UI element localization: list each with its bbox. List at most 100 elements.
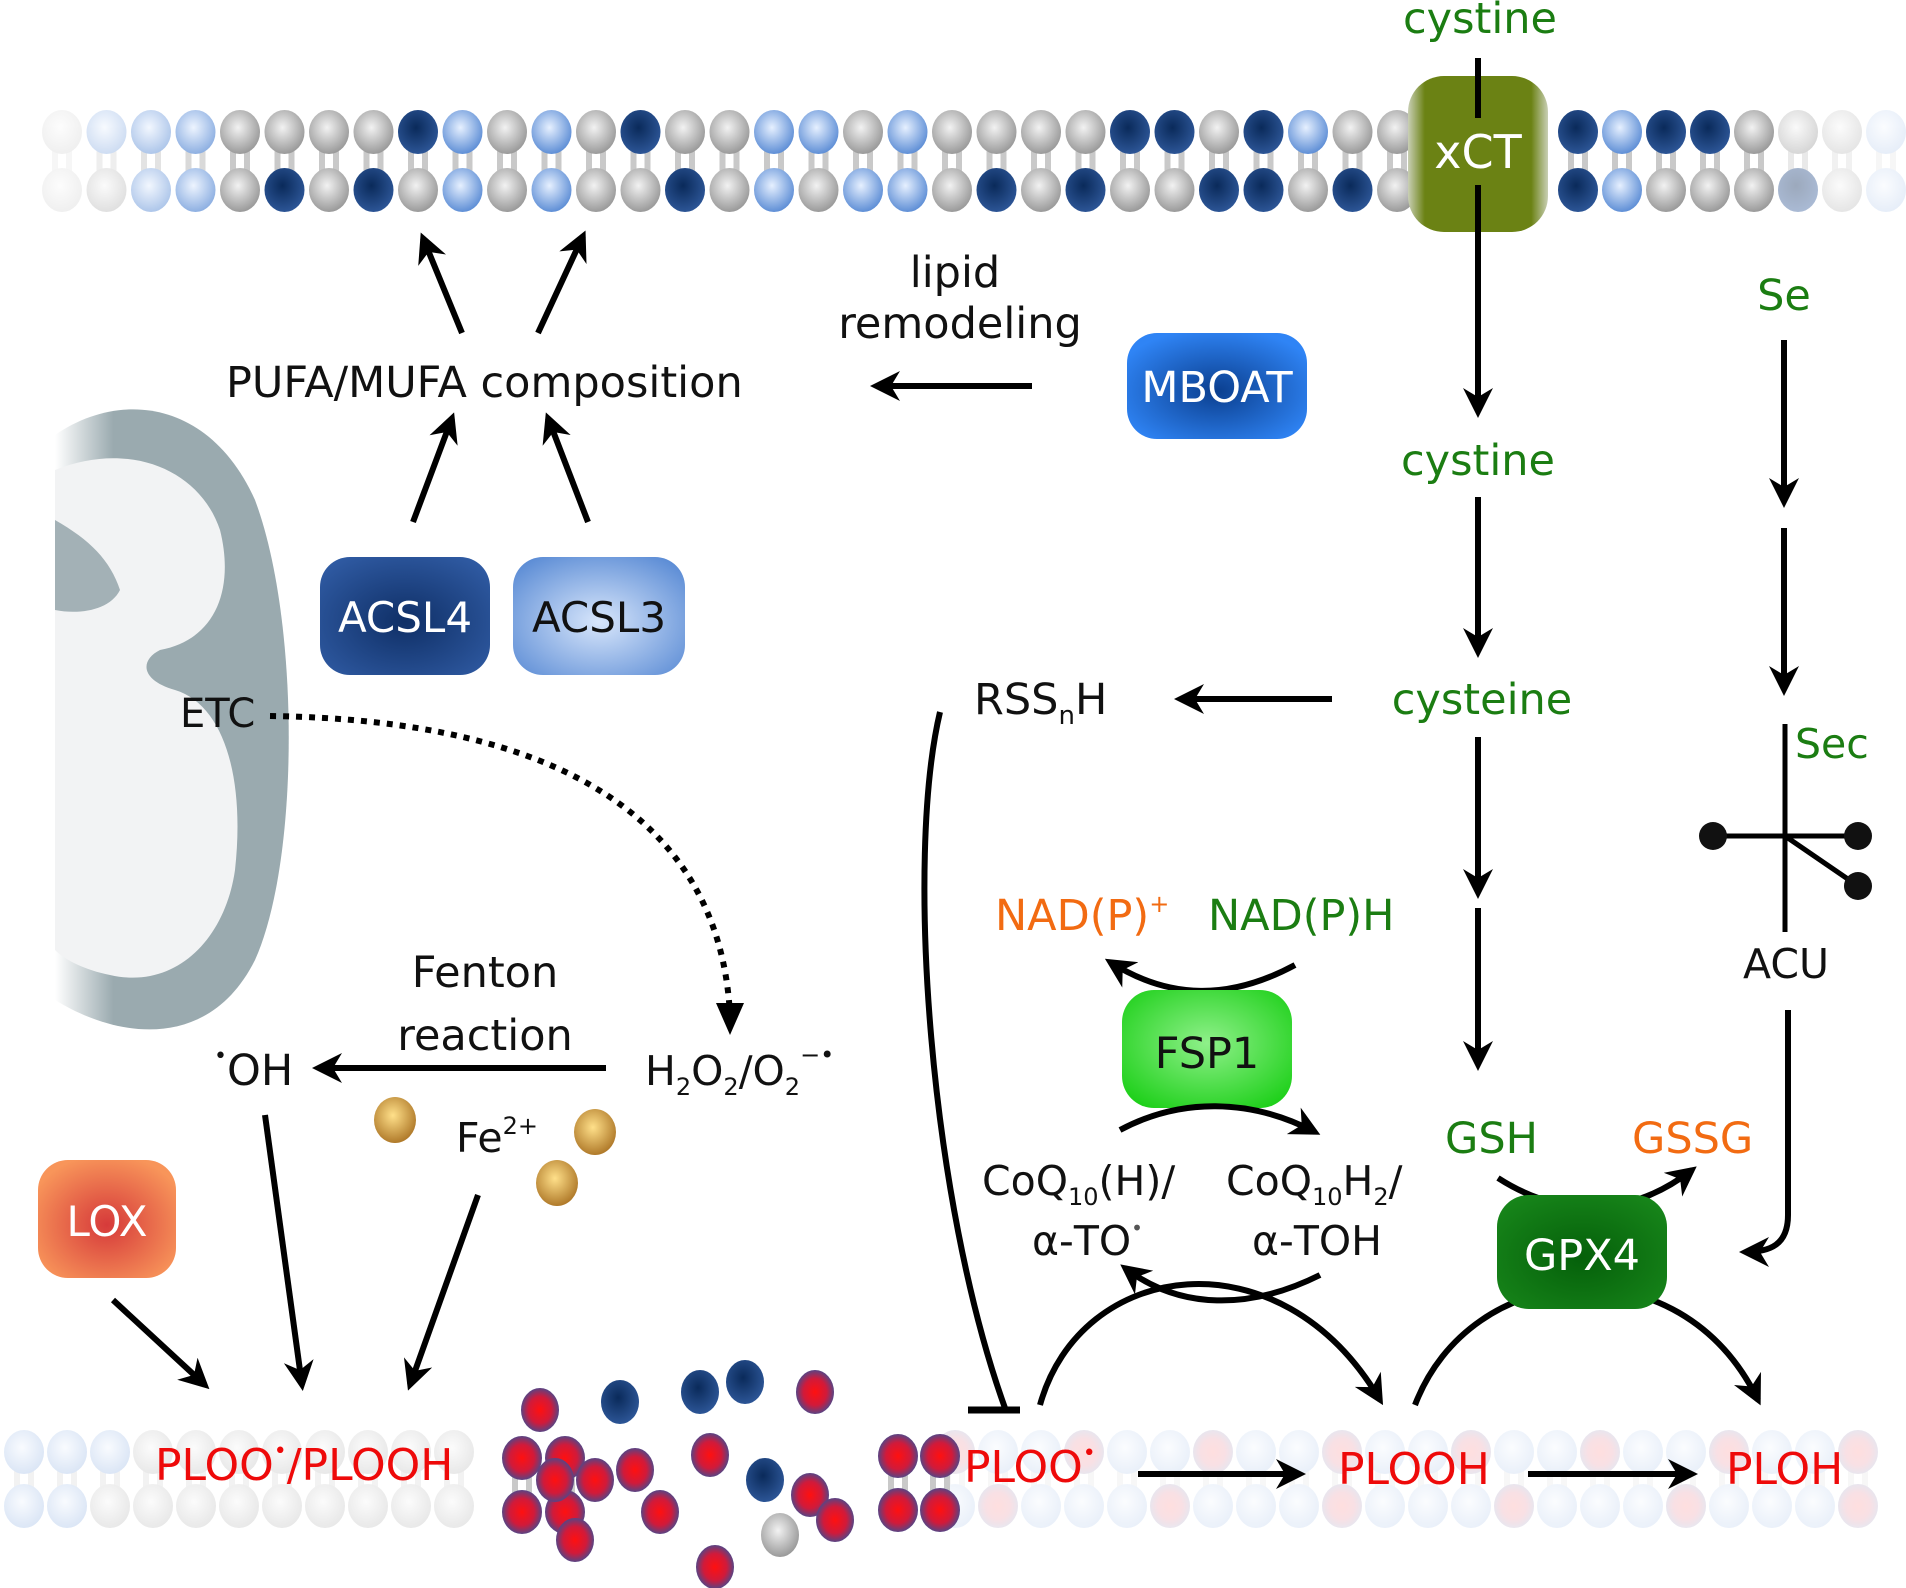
phospholipid xyxy=(1558,110,1598,212)
phospholipid xyxy=(305,1430,345,1528)
phospholipid xyxy=(1623,1430,1663,1528)
phospholipid xyxy=(798,110,839,212)
acsl3-box[interactable]: ACSL3 xyxy=(513,557,685,675)
lipid-fragment xyxy=(696,1545,734,1588)
lox-label: LOX xyxy=(66,1197,147,1246)
iron-particle xyxy=(374,1097,416,1143)
lipid-fragment xyxy=(576,1458,614,1502)
phospholipid xyxy=(1377,110,1417,212)
plasma-membrane-bottom xyxy=(4,1430,1878,1534)
phospholipid xyxy=(1602,110,1642,212)
phospholipid xyxy=(1752,1430,1792,1528)
phospholipid xyxy=(442,110,483,212)
phospholipid xyxy=(920,1434,960,1532)
plooh-label: PLOOH xyxy=(1338,1444,1490,1495)
phospholipid xyxy=(976,110,1017,212)
fe2-label: Fe2+ xyxy=(456,1112,538,1162)
acu-label: ACU xyxy=(1743,940,1829,988)
acsl4-to-pufa-arrow xyxy=(410,412,458,524)
cysteine-label: cysteine xyxy=(1392,675,1572,725)
acu-to-gpx4-arrow xyxy=(1739,1010,1791,1267)
plasma-membrane-top xyxy=(42,110,1906,212)
phospholipid xyxy=(502,1436,542,1534)
phospholipid xyxy=(620,110,661,212)
acsl4-label: ACSL4 xyxy=(338,593,472,642)
acsl4-box[interactable]: ACSL4 xyxy=(320,557,490,675)
lipid-fragment xyxy=(536,1458,574,1502)
lox-box[interactable]: LOX xyxy=(38,1160,176,1278)
damaged-lipid-debris xyxy=(521,1360,854,1588)
acsl3-label: ACSL3 xyxy=(532,593,666,642)
fsp1-box[interactable]: FSP1 xyxy=(1122,990,1292,1108)
nadph-to-nadp-arrow xyxy=(1104,958,1297,994)
h2o2-superoxide-label: H2O2/O2−• xyxy=(645,1041,834,1101)
phospholipid xyxy=(665,110,705,212)
phospholipid xyxy=(1110,110,1150,212)
lipid-fragment xyxy=(746,1458,784,1502)
lipid-fragment xyxy=(601,1380,639,1424)
phospholipid xyxy=(264,110,305,212)
phospholipid xyxy=(1154,110,1195,212)
rssnh-label: RSSnH xyxy=(974,675,1107,731)
phospholipid xyxy=(754,110,794,212)
phospholipid xyxy=(576,110,616,212)
phospholipid xyxy=(1107,1430,1147,1528)
etc-arrow-head xyxy=(716,1003,744,1035)
phospholipid xyxy=(1193,1430,1233,1528)
lipid-remodeling-line1: lipid xyxy=(910,248,1000,298)
phospholipid xyxy=(1150,1430,1190,1528)
phospholipid xyxy=(1236,1430,1276,1528)
phospholipid xyxy=(1795,1430,1835,1528)
gpx4-box[interactable]: GPX4 xyxy=(1497,1195,1667,1309)
lipid-fragment xyxy=(816,1498,854,1542)
lipid-fragment xyxy=(726,1360,764,1404)
lipid-fragment xyxy=(796,1370,834,1414)
phospholipid xyxy=(175,110,216,212)
phospholipid xyxy=(90,1430,130,1528)
phospholipid xyxy=(1690,110,1730,212)
lipid-fragment xyxy=(761,1513,799,1557)
phospholipid xyxy=(978,1430,1018,1528)
phospholipid xyxy=(1580,1430,1620,1528)
lipid-fragment xyxy=(641,1490,679,1534)
alpha-to-radical-label: α-TO• xyxy=(1032,1216,1143,1265)
ploo-label: PLOO• xyxy=(964,1441,1096,1493)
phospholipid xyxy=(1537,1430,1577,1528)
phospholipid xyxy=(878,1434,918,1532)
lipid-fragment xyxy=(521,1388,559,1432)
phospholipid xyxy=(1288,110,1328,212)
mitochondrion xyxy=(55,409,289,1030)
gssg-label: GSSG xyxy=(1632,1114,1753,1164)
sec-label: Sec xyxy=(1795,720,1869,768)
ploo-plooh-label: PLOO•/PLOOH xyxy=(155,1439,453,1491)
phospholipid xyxy=(348,1430,388,1528)
phospholipid xyxy=(1866,110,1906,212)
phospholipid xyxy=(1822,110,1862,212)
xct-transporter[interactable]: xCT xyxy=(1408,58,1548,262)
phospholipid xyxy=(220,110,260,212)
etc-label: ETC xyxy=(180,691,255,737)
coq-right-label: CoQ10H2/ xyxy=(1226,1157,1403,1211)
se-label: Se xyxy=(1757,271,1811,321)
coq-reduction-arrow xyxy=(1118,1103,1321,1135)
phospholipid xyxy=(391,1430,431,1528)
fenton-line1: Fenton xyxy=(412,948,559,998)
phospholipid xyxy=(487,110,527,212)
phospholipid xyxy=(1199,110,1239,212)
nadp-plus-label: NAD(P)+ xyxy=(995,890,1169,941)
mboat-box[interactable]: MBOAT xyxy=(1127,333,1307,439)
phospholipid xyxy=(1021,1430,1061,1528)
phospholipid xyxy=(1064,1430,1104,1528)
ploh-label: PLOH xyxy=(1726,1444,1843,1495)
phospholipid xyxy=(1838,1430,1878,1528)
phospholipid xyxy=(47,1430,87,1528)
lipid-fragment xyxy=(691,1433,729,1477)
phospholipid xyxy=(1494,1430,1534,1528)
phospholipid xyxy=(932,110,972,212)
ploo-to-plooh-arc xyxy=(1037,1281,1384,1406)
pufa-to-membrane-arrow-right xyxy=(535,230,587,335)
phospholipid xyxy=(1709,1430,1749,1528)
phospholipid xyxy=(1451,1430,1491,1528)
phospholipid xyxy=(1778,110,1818,212)
phospholipid xyxy=(434,1430,474,1528)
